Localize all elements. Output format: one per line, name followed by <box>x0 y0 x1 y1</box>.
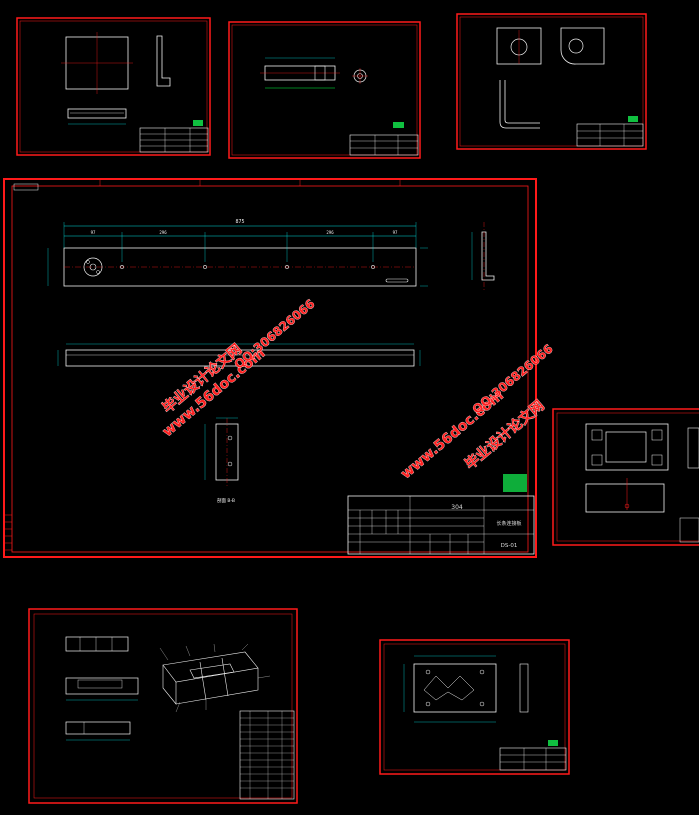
drawing-sheet-5 <box>28 608 298 804</box>
overall-length-label: 875 <box>235 219 244 225</box>
parts-list-table <box>239 710 295 800</box>
part-name-label: 长条连接板 <box>496 520 521 527</box>
drawing-sheet-3 <box>456 13 647 150</box>
plate-top-view <box>63 247 417 287</box>
segment-1-label: 97 <box>91 230 96 235</box>
title-block-3 <box>576 123 644 147</box>
title-block-6 <box>499 747 567 771</box>
bracket-end-view <box>471 222 495 290</box>
section-view: 剖面 B-B <box>204 417 239 504</box>
drawing-sheet-6 <box>379 639 570 775</box>
drawing-sheet-2 <box>228 21 421 159</box>
approval-stamp-6 <box>548 740 558 746</box>
title-block-2 <box>349 134 419 156</box>
approval-stamp-3 <box>628 116 638 122</box>
approval-stamp-1 <box>193 120 203 126</box>
watermark-qq: QQ:306826066 <box>232 297 318 372</box>
watermark-group-1: www.56doc.com 毕业设计论文网 QQ:306826066 <box>159 296 318 440</box>
material-label: 304 <box>451 504 463 511</box>
segment-2-label: 296 <box>159 230 167 235</box>
main-title-block: 304 长条连接板 DS-01 <box>347 495 535 555</box>
segment-4-label: 97 <box>393 230 398 235</box>
section-view-label: 剖面 B-B <box>217 497 235 504</box>
approval-stamp-2 <box>393 122 404 128</box>
plate-side-view <box>57 343 421 367</box>
main-drawing-sheet: 875 97 296 296 97 <box>3 178 537 558</box>
title-block-1 <box>139 127 209 153</box>
isometric-assembly <box>162 651 259 705</box>
approval-stamp-main <box>503 474 527 492</box>
drawing-sheet-1 <box>16 17 211 156</box>
segment-3-label: 296 <box>326 230 334 235</box>
drawing-number-label: DS-01 <box>501 543 518 549</box>
dimension-chain: 875 97 296 296 97 <box>47 219 428 287</box>
drawing-sheet-4 <box>552 408 699 546</box>
